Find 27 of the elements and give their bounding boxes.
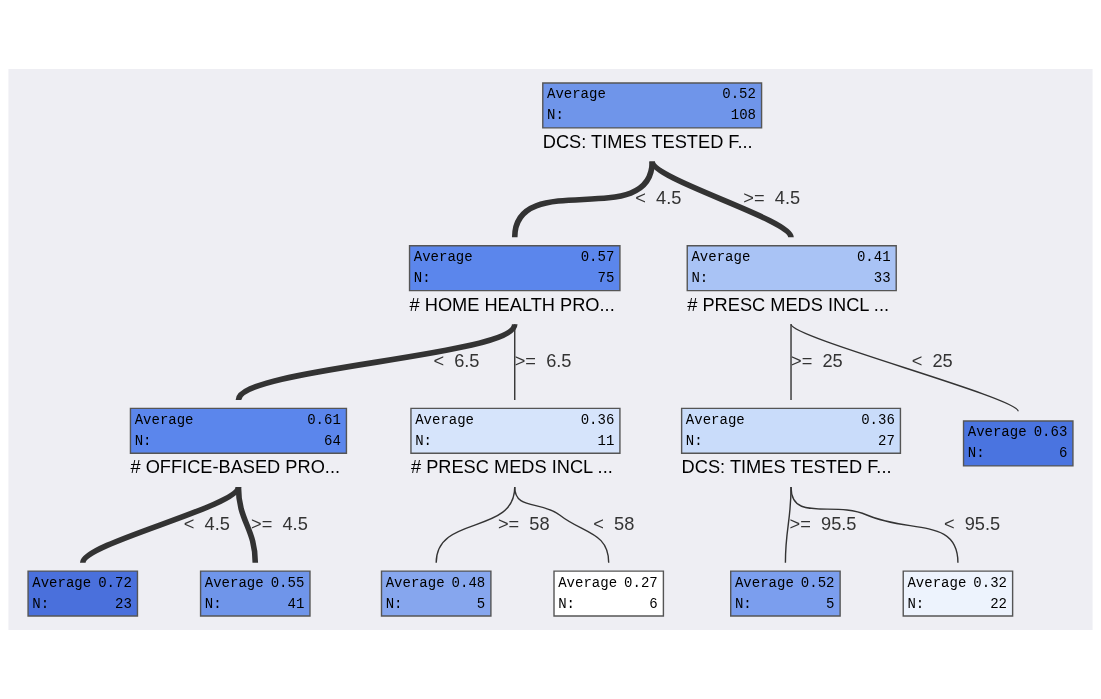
connector <box>512 161 655 238</box>
connector <box>236 322 517 402</box>
connector <box>235 486 259 563</box>
edge-label: >= 4.5 <box>743 187 801 209</box>
edge-label: >= 58 <box>497 512 550 534</box>
node-label: # PRESC MEDS INCL ... <box>410 456 613 478</box>
edge-label: >= 25 <box>791 349 843 371</box>
node-label: DCS: TIMES TESTED F... <box>542 131 753 153</box>
edge-label: < 6.5 <box>433 349 480 371</box>
edge-label: < 4.5 <box>635 187 682 209</box>
edge-label: >= 95.5 <box>789 512 857 534</box>
node-label: # PRESC MEDS INCL ... <box>687 293 890 315</box>
edge-label: < 25 <box>911 349 953 371</box>
edge-label: < 4.5 <box>183 512 230 534</box>
edge-label: >= 6.5 <box>514 349 572 371</box>
edge-label: < 58 <box>593 512 635 534</box>
connector <box>790 323 1019 412</box>
connector <box>514 486 610 564</box>
connector <box>649 160 794 239</box>
node-label: DCS: TIMES TESTED F... <box>681 456 892 478</box>
edge-label: < 95.5 <box>943 512 1001 534</box>
edge-label: >= 4.5 <box>251 512 308 534</box>
connector <box>790 486 959 564</box>
connector <box>790 323 792 401</box>
node-label: # HOME HEALTH PRO... <box>409 293 615 315</box>
node-label: # OFFICE-BASED PRO... <box>130 456 341 478</box>
connector <box>514 323 516 401</box>
